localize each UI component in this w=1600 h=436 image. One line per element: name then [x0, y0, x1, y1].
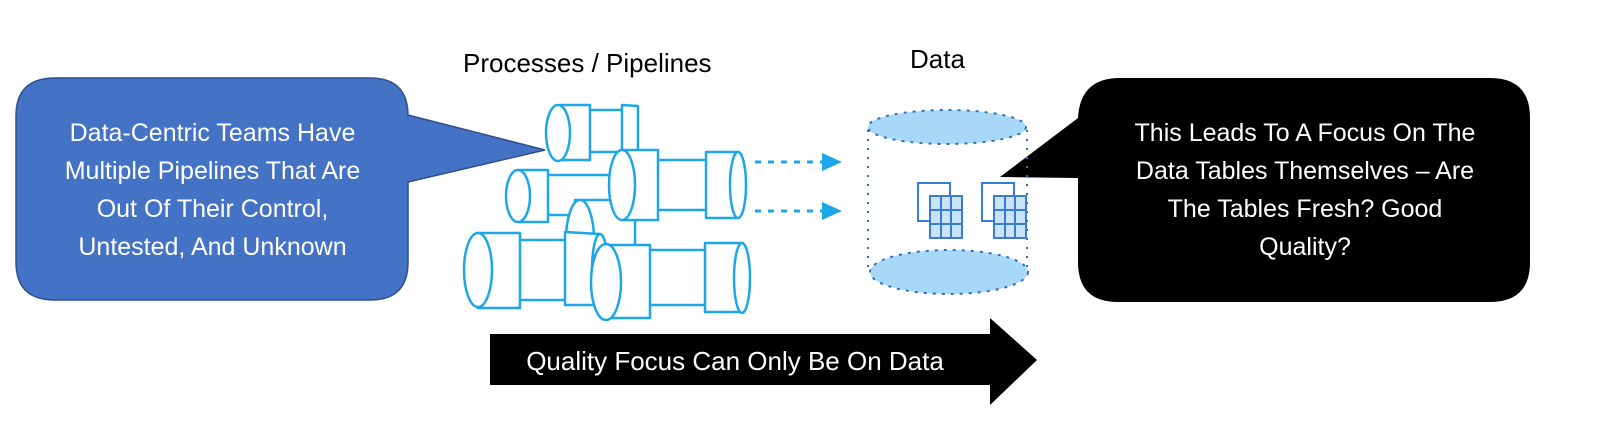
processes-label: Processes / Pipelines — [463, 48, 712, 78]
pipe-icon — [544, 103, 640, 164]
data-label: Data — [910, 44, 965, 74]
right-bubble-line: Quality? — [1259, 233, 1351, 261]
right-bubble-line: The Tables Fresh? Good — [1167, 195, 1443, 223]
database-cylinder-icon — [867, 109, 1029, 295]
right-bubble-text: This Leads To A Focus On The Data Tables… — [1080, 110, 1530, 270]
pipes-cluster-icon — [462, 103, 752, 322]
data-tables-icon — [981, 182, 1027, 239]
left-bubble-line: Multiple Pipelines That Are — [64, 157, 361, 185]
left-bubble-line: Untested, And Unknown — [78, 233, 347, 261]
dotted-arrow-icon — [755, 202, 842, 220]
pipe-icon — [589, 241, 752, 322]
right-bubble-line: Data Tables Themselves – Are — [1135, 157, 1475, 185]
left-bubble-line: Data-Centric Teams Have — [69, 119, 356, 147]
bottom-arrow-text: Quality Focus Can Only Be On Data — [526, 345, 944, 376]
bottom-block-arrow — [490, 318, 1037, 405]
pipe-icon — [504, 168, 627, 224]
left-bubble-text: Data-Centric Teams Have Multiple Pipelin… — [20, 110, 405, 270]
right-bubble-line: This Leads To A Focus On The — [1134, 119, 1476, 147]
left-bubble-line: Out Of Their Control, — [96, 195, 329, 223]
dotted-arrow-icon — [755, 153, 842, 171]
left-speech-bubble — [15, 77, 546, 301]
pipe-icon — [607, 148, 748, 222]
right-speech-bubble — [1000, 78, 1530, 302]
data-tables-icon — [917, 182, 963, 239]
pipe-icon — [462, 230, 610, 310]
